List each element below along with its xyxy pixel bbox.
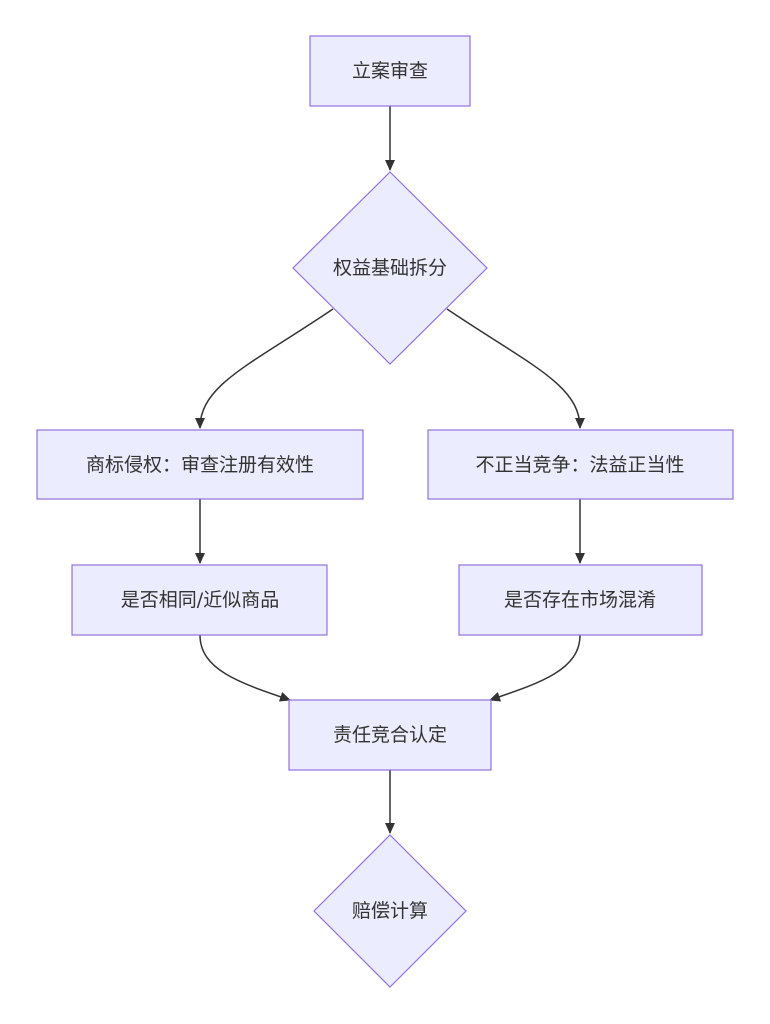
node-rights-split-label: 权益基础拆分	[333, 257, 447, 279]
node-rights-split: 权益基础拆分	[292, 171, 488, 365]
node-liability: 责任竞合认定	[288, 699, 492, 771]
node-unfair-comp-label: 不正当竞争：法益正当性	[475, 454, 684, 476]
node-similar-goods: 是否相同/近似商品	[71, 564, 328, 636]
edge-rights-split-to-unfair-comp	[446, 308, 585, 429]
edge-rights-split-to-trademark	[195, 308, 334, 429]
node-compensation: 赔偿计算	[313, 834, 467, 988]
node-trademark-label: 商标侵权：审查注册有效性	[86, 454, 314, 476]
node-case-review-label: 立案审查	[352, 60, 428, 82]
node-liability-label: 责任竞合认定	[333, 724, 447, 746]
node-unfair-comp: 不正当竞争：法益正当性	[427, 429, 734, 500]
node-market-confusion-label: 是否存在市场混淆	[504, 589, 656, 611]
edge-similar-goods-to-liability	[199, 634, 291, 702]
node-case-review: 立案审查	[309, 35, 471, 107]
edge-market-confusion-to-liability	[489, 634, 581, 702]
node-market-confusion: 是否存在市场混淆	[458, 564, 703, 636]
node-compensation-label: 赔偿计算	[352, 900, 428, 922]
node-similar-goods-label: 是否相同/近似商品	[121, 589, 279, 611]
node-trademark: 商标侵权：审查注册有效性	[36, 429, 364, 500]
